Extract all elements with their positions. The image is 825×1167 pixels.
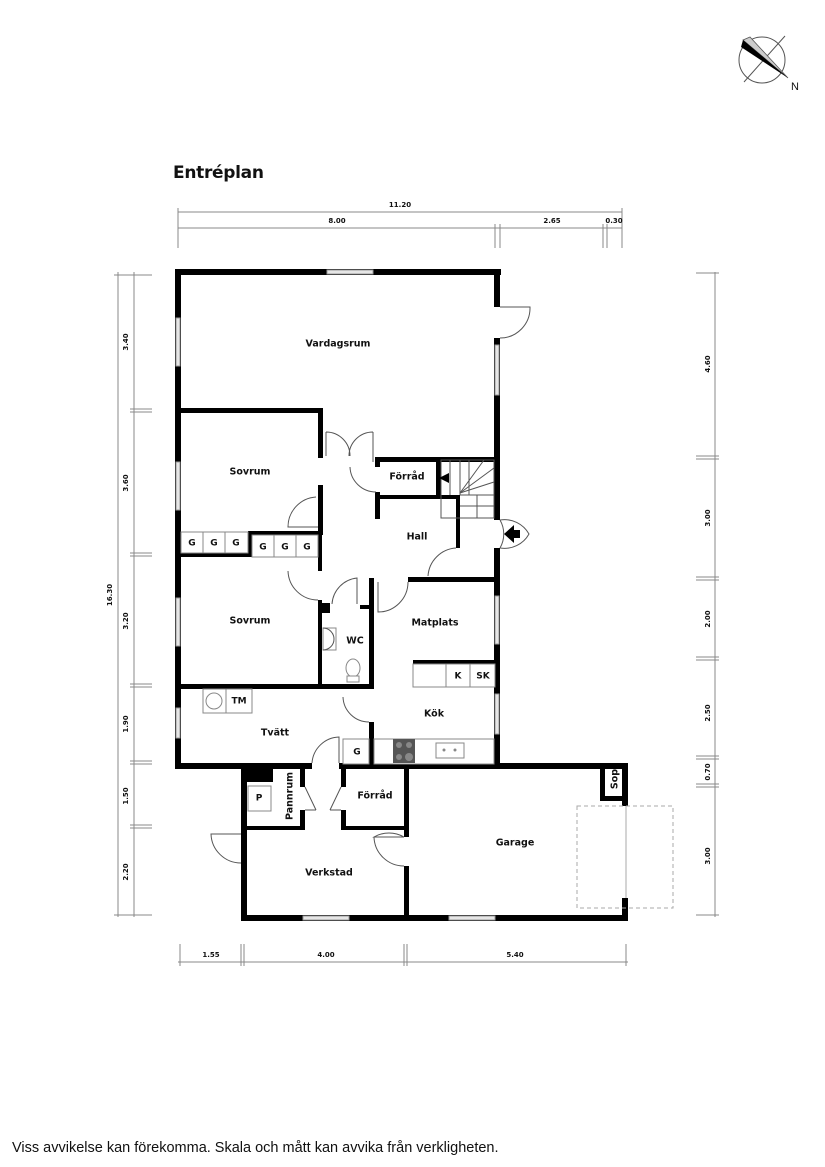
entrance-arrow-icon [504, 525, 520, 543]
wc-fixtures [322, 627, 361, 683]
dimensions-top: 11.20 8.00 2.65 0.30 [177, 201, 623, 248]
laundry-fixtures: TM [202, 688, 253, 714]
floor-title: Entréplan [173, 163, 264, 183]
wardrobe-label: G [303, 543, 310, 553]
dim-left-4: 1.50 [122, 787, 130, 804]
kitchen-fixtures: K SK G [342, 663, 496, 765]
room-garage: Garage [496, 838, 535, 849]
room-pannrum: Pannrum [285, 772, 296, 820]
dim-bottom-0: 1.55 [202, 951, 219, 959]
disclaimer-text: Viss avvikelse kan förekomma. Skala och … [12, 1140, 499, 1156]
room-kok: Kök [424, 709, 445, 720]
dim-right-0: 4.60 [704, 355, 712, 372]
room-verkstad: Verkstad [305, 868, 353, 879]
windows [175, 269, 500, 921]
room-vardagsrum: Vardagsrum [306, 339, 371, 350]
dim-left-5: 2.20 [122, 863, 130, 880]
dimensions-right: 4.60 3.00 2.00 2.50 0.70 3.00 [696, 272, 719, 917]
dim-left-total: 16.30 [106, 584, 114, 606]
dim-top-2: 0.30 [605, 217, 622, 225]
dim-right-2: 2.00 [704, 610, 712, 627]
freezer-label: SK [476, 672, 490, 682]
dim-bottom-1: 4.00 [317, 951, 334, 959]
dim-right-3: 2.50 [704, 704, 712, 721]
dim-left-2: 3.20 [122, 612, 130, 629]
dim-right-4: 0.70 [704, 763, 712, 780]
room-forrad-2: Förråd [357, 791, 392, 802]
stairs-arrow-icon [439, 473, 449, 483]
fridge-label: K [455, 672, 463, 682]
washing-machine-label: TM [231, 697, 246, 707]
wardrobe-label: G [188, 539, 195, 549]
wardrobe-label: G [281, 543, 288, 553]
room-labels: Vardagsrum Sovrum Förråd Hall Sovrum WC … [230, 339, 621, 879]
wardrobe-label: G [259, 543, 266, 553]
dimensions-bottom: 1.55 4.00 5.40 [178, 944, 628, 966]
toilet-icon [345, 658, 361, 678]
kitchen-cabinet-label: G [353, 748, 360, 758]
dim-left-1: 3.60 [122, 474, 130, 491]
room-wc: WC [346, 636, 363, 647]
carport-outline [576, 805, 674, 909]
dim-top-1: 2.65 [543, 217, 560, 225]
staircase [439, 459, 495, 519]
dim-right-5: 3.00 [704, 847, 712, 864]
boiler: P [247, 785, 272, 812]
dim-left-3: 1.90 [122, 715, 130, 732]
dim-bottom-2: 5.40 [506, 951, 523, 959]
room-forrad-1: Förråd [389, 472, 424, 483]
dim-right-1: 3.00 [704, 509, 712, 526]
boiler-label: P [256, 794, 263, 804]
doors [210, 306, 531, 867]
room-matplats: Matplats [411, 618, 458, 629]
room-sovrum-1: Sovrum [230, 467, 271, 478]
walls [175, 269, 628, 921]
compass-north-label: N [791, 81, 799, 93]
room-sovrum-2: Sovrum [230, 616, 271, 627]
wardrobe-label: G [210, 539, 217, 549]
room-tvatt: Tvätt [261, 728, 290, 739]
dim-left-0: 3.40 [122, 333, 130, 350]
wardrobe-label: G [232, 539, 239, 549]
dim-top-total: 11.20 [389, 201, 411, 209]
sink-icon [435, 742, 465, 759]
compass-icon: N [738, 35, 799, 93]
room-sop: Sop [610, 769, 621, 789]
room-hall: Hall [407, 532, 428, 543]
wardrobes: G G G G G G [180, 531, 319, 558]
dim-top-0: 8.00 [328, 217, 345, 225]
dimensions-left: 16.30 3.40 3.60 3.20 1.90 1.50 2.20 [106, 272, 152, 917]
